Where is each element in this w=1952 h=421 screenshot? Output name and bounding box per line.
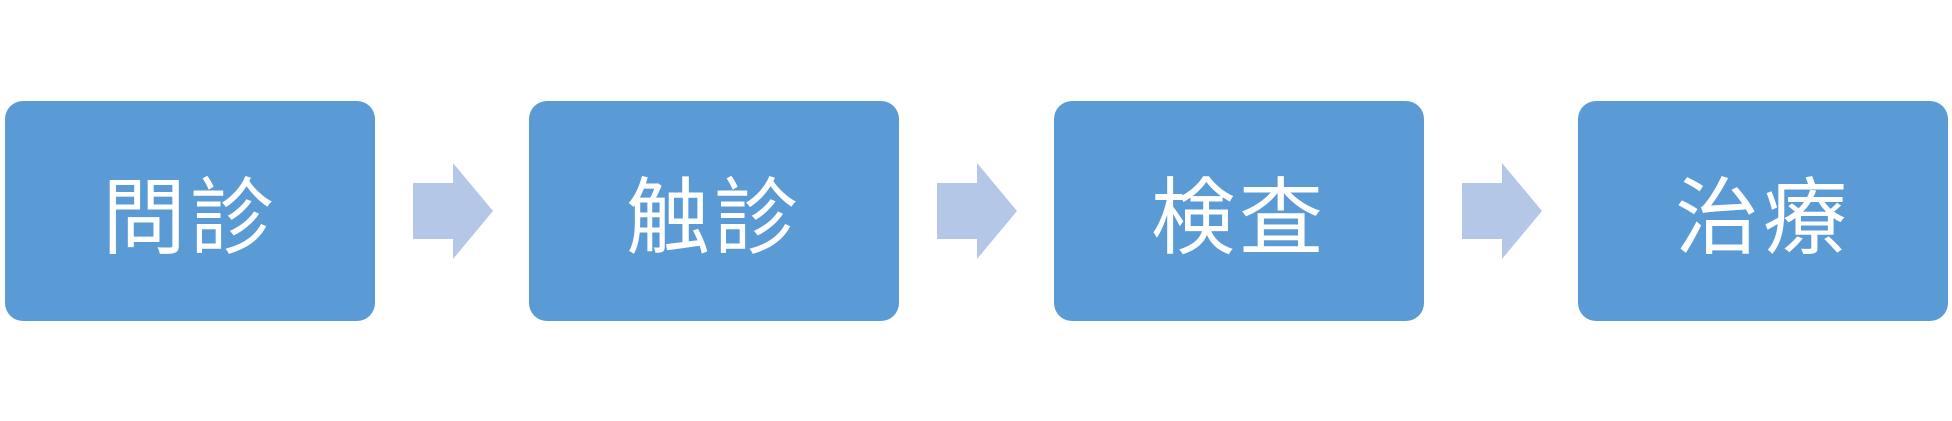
step-label-palpation: 触診 bbox=[625, 168, 802, 267]
step-label-treatment: 治療 bbox=[1674, 168, 1851, 267]
step-label-examination: 検査 bbox=[1150, 168, 1327, 267]
step-box-examination: 検査 bbox=[1054, 101, 1424, 321]
right-arrow-icon bbox=[1462, 163, 1542, 259]
step-box-interview: 問診 bbox=[5, 101, 375, 321]
right-arrow-icon bbox=[937, 163, 1017, 259]
right-arrow-icon bbox=[413, 163, 493, 259]
step-box-treatment: 治療 bbox=[1578, 101, 1948, 321]
step-box-palpation: 触診 bbox=[529, 101, 899, 321]
step-label-interview: 問診 bbox=[101, 168, 278, 267]
